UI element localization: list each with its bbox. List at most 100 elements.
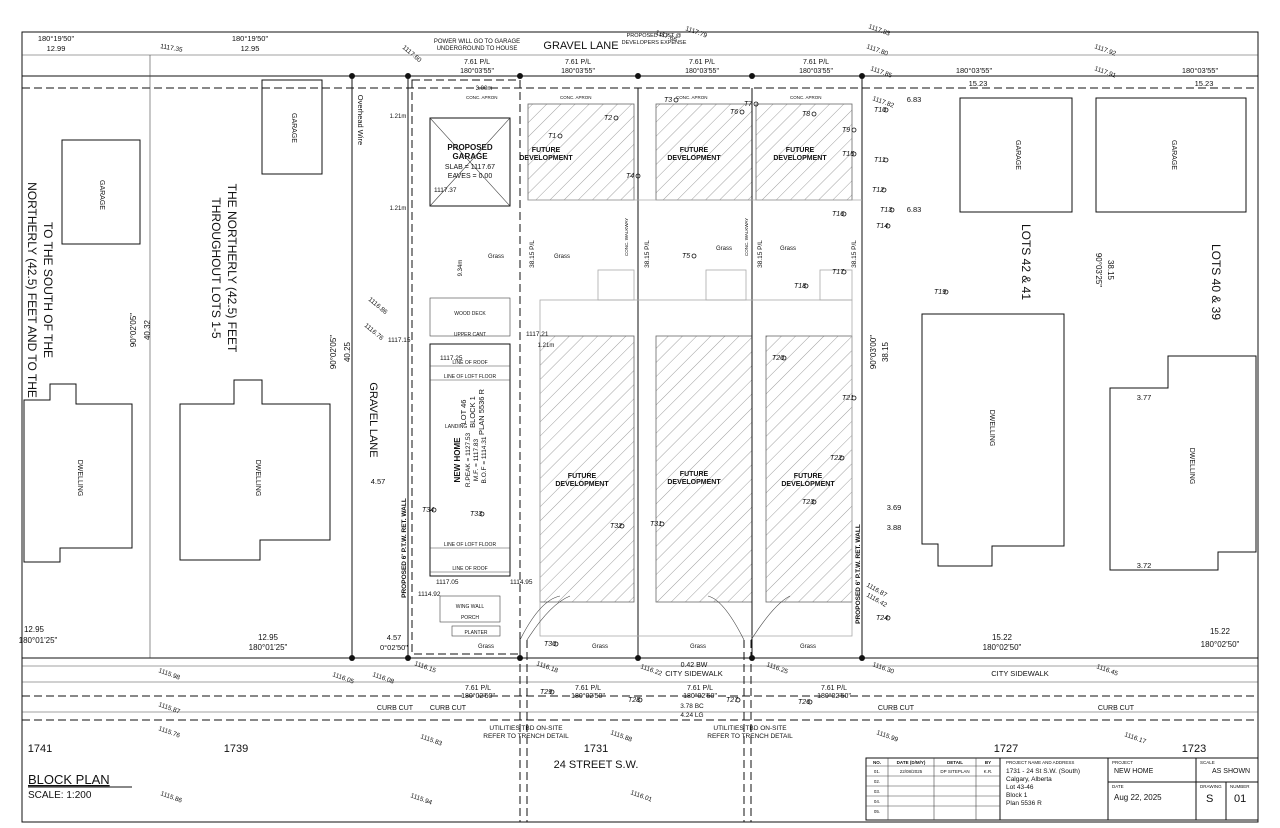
svg-text:1117.25: 1117.25 bbox=[440, 355, 463, 362]
post-note-1: PROPOSED POST @ bbox=[627, 33, 682, 39]
dim-1741-rear: 12.99 bbox=[47, 44, 66, 53]
tb-row-1-col-3: DP SITEPLAN bbox=[940, 769, 969, 774]
tb-col-by: BY bbox=[985, 760, 991, 765]
svg-text:1116.76: 1116.76 bbox=[363, 322, 385, 342]
dim-front-3-bearing: 180°02'50" bbox=[683, 692, 717, 700]
svg-text:1115.88: 1115.88 bbox=[609, 729, 633, 743]
street-name: 24 STREET S.W. bbox=[554, 759, 639, 771]
svg-text:T23: T23 bbox=[802, 499, 814, 506]
svg-text:T12: T12 bbox=[872, 187, 884, 194]
dim-1727-front: 15.22 bbox=[992, 633, 1013, 642]
post-note-2: DEVELOPERS EXPENSE bbox=[622, 40, 687, 46]
neighbour-garage-left: GARAGE bbox=[61, 139, 141, 245]
tb-col-date: DATE (D/M/Y) bbox=[897, 760, 926, 765]
svg-text:DEVELOPMENT: DEVELOPMENT bbox=[781, 481, 835, 488]
dim-1741-front-bearing: 180°01'25" bbox=[19, 636, 58, 645]
conc-walkway-2: CONC. WALKWAY bbox=[744, 218, 749, 256]
dim-3815-pl-2: 38.15 P/L bbox=[644, 240, 651, 268]
line-of-loft-floor-bottom: LINE OF LOFT FLOOR bbox=[444, 542, 497, 548]
tree-marker-t34: T34 bbox=[422, 507, 437, 514]
conc-apron-1: CONC. APRON bbox=[466, 95, 498, 100]
dim-rear-2-bearing: 180°03'55" bbox=[561, 67, 595, 75]
utilities-note-1a: UTILITIES TBD ON-SITE bbox=[489, 725, 563, 732]
tree-marker-t26: T26 bbox=[798, 699, 813, 706]
svg-text:1115.83: 1115.83 bbox=[419, 733, 443, 747]
block-number: BLOCK 1 bbox=[468, 396, 477, 428]
dim-front-2-bearing: 180°02'50" bbox=[571, 692, 605, 700]
curb-cut-2: CURB CUT bbox=[430, 705, 467, 712]
conc-walkway-1: CONC. WALKWAY bbox=[624, 218, 629, 256]
tree-marker-t15: T15 bbox=[842, 151, 857, 158]
svg-text:GARAGE: GARAGE bbox=[290, 113, 297, 143]
neighbour-dwelling-1723: DWELLING bbox=[1109, 355, 1257, 571]
utilities-note-2a: UTILITIES TBD ON-SITE bbox=[713, 725, 787, 732]
grass-front-2: Grass bbox=[592, 644, 608, 650]
tree-marker-t1: T1 bbox=[548, 133, 563, 140]
garage-eaves: EAVES = 0.00 bbox=[448, 173, 493, 180]
svg-text:T32: T32 bbox=[610, 523, 622, 530]
line-of-loft-floor-top: LINE OF LOFT FLOOR bbox=[444, 374, 497, 380]
lot-number: LOT 46 bbox=[459, 400, 468, 425]
block-plan-title: BLOCK PLAN bbox=[28, 772, 110, 787]
tree-marker-t33: T33 bbox=[470, 511, 485, 518]
dim-0250: 0°02'50" bbox=[380, 643, 408, 652]
northerly-note-2: THROUGHOUT LOTS 1-5 bbox=[209, 197, 223, 338]
tree-marker-t18: T18 bbox=[794, 283, 809, 290]
dim-1741-front: 12.95 bbox=[24, 625, 45, 634]
address-1739: 1739 bbox=[224, 743, 248, 755]
tb-col-detail: DETAIL bbox=[947, 760, 963, 765]
tree-marker-t20: T20 bbox=[772, 355, 787, 362]
svg-text:T26: T26 bbox=[798, 699, 810, 706]
svg-text:1114.92: 1114.92 bbox=[418, 591, 441, 598]
dim-9003-25-bearing: 90°03'25" bbox=[1094, 253, 1103, 287]
svg-text:1115.94: 1115.94 bbox=[409, 792, 433, 806]
tree-marker-t6: T6 bbox=[730, 109, 745, 116]
svg-text:1116.17: 1116.17 bbox=[1123, 731, 1147, 745]
tree-marker-t19: T19 bbox=[934, 289, 949, 296]
svg-text:T16: T16 bbox=[832, 211, 844, 218]
dim-side-setback-2: 1.21m bbox=[390, 206, 407, 212]
svg-text:1116.15: 1116.15 bbox=[413, 660, 437, 674]
dim-1727-front-bearing: 180°02'50" bbox=[983, 643, 1022, 652]
svg-text:FUTURE: FUTURE bbox=[680, 471, 709, 478]
tb-col-no: NO. bbox=[873, 760, 881, 765]
gravel-lane-top-label: GRAVEL LANE bbox=[543, 40, 618, 52]
grass-front-1: Grass bbox=[478, 644, 494, 650]
utilities-note-1b: REFER TO TRENCH DETAIL bbox=[483, 733, 569, 740]
dim-rear-5-bearing: 180°03'55" bbox=[956, 66, 993, 75]
future-dev-labels: FUTURE DEVELOPMENT FUTURE DEVELOPMENT FU… bbox=[519, 147, 835, 488]
svg-text:T1: T1 bbox=[548, 133, 556, 140]
svg-text:T27: T27 bbox=[726, 697, 739, 704]
svg-text:T10: T10 bbox=[874, 107, 886, 114]
svg-text:FUTURE: FUTURE bbox=[568, 473, 597, 480]
svg-text:1115.99: 1115.99 bbox=[875, 729, 899, 743]
tb-row-2-col-1: 02. bbox=[874, 779, 880, 784]
svg-text:T33: T33 bbox=[470, 511, 482, 518]
svg-text:DEVELOPMENT: DEVELOPMENT bbox=[773, 155, 827, 162]
garage-title-1: PROPOSED bbox=[447, 143, 493, 152]
svg-text:1117.60: 1117.60 bbox=[401, 44, 423, 64]
neighbour-garage-mid: GARAGE bbox=[261, 79, 323, 175]
tree-markers: T1T2T3T4T5T6T7T8T9T10T11T12T13T14T15T16T… bbox=[422, 97, 949, 706]
neighbour-garage-right-2: GARAGE bbox=[1095, 97, 1247, 213]
sheet-border bbox=[21, 31, 1259, 823]
dim-377: 3.77 bbox=[1137, 393, 1152, 402]
dim-4032-bearing: 90°02'05" bbox=[129, 313, 138, 347]
sidewalk-width: 0.42 BW bbox=[681, 662, 708, 669]
dim-front-1: 7.61 P/L bbox=[465, 685, 491, 692]
tb-project-3: Lot 43-46 bbox=[1006, 784, 1034, 791]
dim-rear-1-bearing: 180°03'55" bbox=[460, 67, 494, 75]
svg-text:T4: T4 bbox=[626, 173, 634, 180]
dim-683-1: 6.83 bbox=[907, 95, 922, 104]
scale-label: SCALE: 1:200 bbox=[28, 790, 92, 801]
svg-text:DEVELOPMENT: DEVELOPMENT bbox=[667, 155, 721, 162]
plan-number: PLAN 5536 R bbox=[477, 388, 486, 434]
svg-text:T21: T21 bbox=[842, 395, 854, 402]
dim-front-3: 7.61 P/L bbox=[687, 685, 713, 692]
svg-text:FUTURE: FUTURE bbox=[680, 147, 709, 154]
overhead-wire-label: Overhead Wire bbox=[356, 95, 365, 145]
title-block: NO. DATE (D/M/Y) DETAIL BY 01.22/08/2025… bbox=[865, 757, 1259, 821]
svg-text:FUTURE: FUTURE bbox=[794, 473, 823, 480]
tree-marker-t29: T29 bbox=[540, 689, 555, 696]
